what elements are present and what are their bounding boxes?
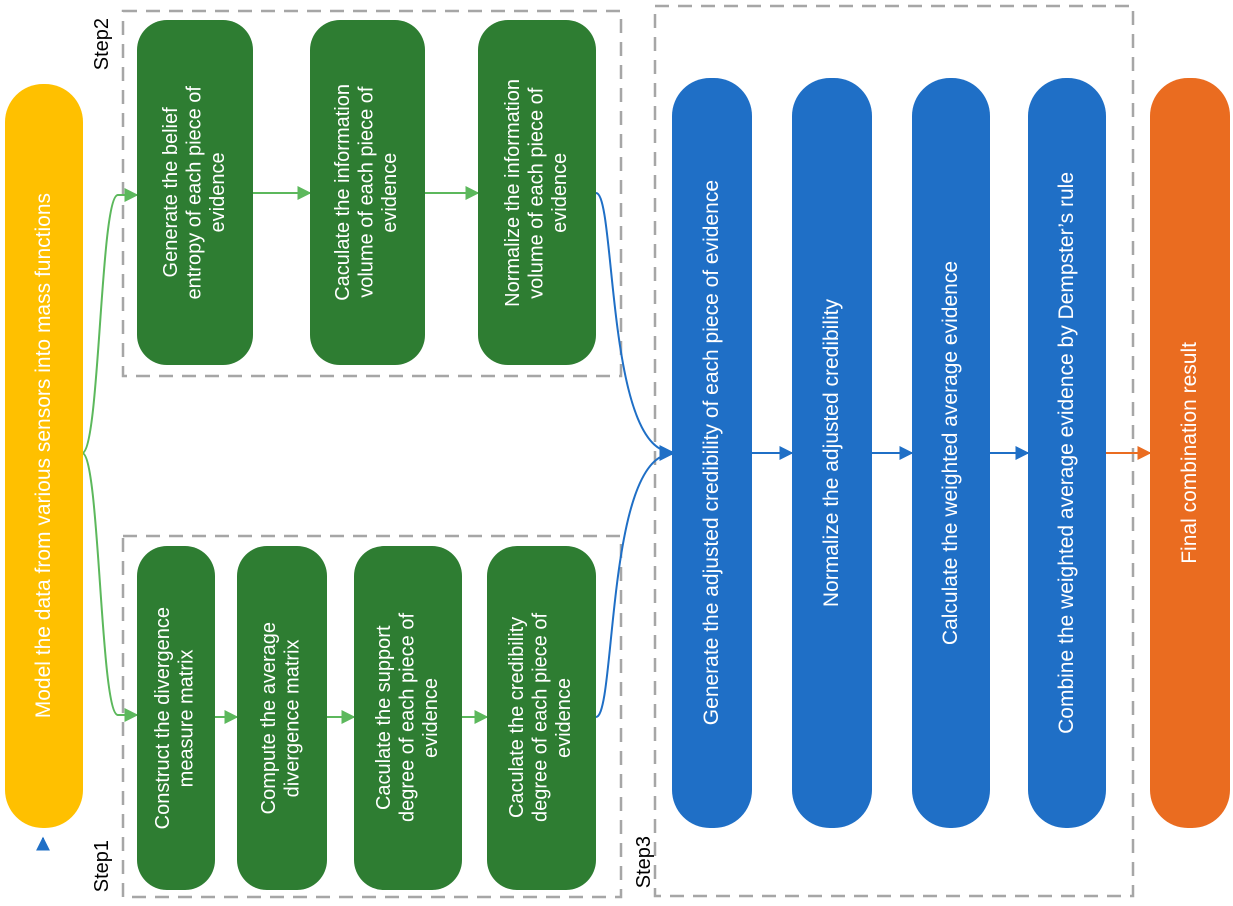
step1-box-average-text: Compute the average divergence matrix — [258, 621, 304, 815]
merge-from-step1-arrow — [595, 447, 674, 718]
step3-box-dempster-combine: Combine the weighted average evidence by… — [1028, 78, 1106, 828]
input-label: Model the data from various sensors into… — [31, 193, 55, 719]
split-to-step2-arrow — [81, 188, 139, 454]
step2-box-volume: Caculate the information volume of each … — [310, 20, 425, 365]
step3-box-normalize-text: Normalize the adjusted credibility — [819, 298, 843, 608]
step2-box-volume-text: Caculate the information volume of each … — [332, 84, 402, 301]
merge-from-step2-arrow — [595, 192, 674, 459]
step3-box-weighted-average-text: Calculate the weighted average evidence — [938, 260, 962, 646]
step2-frame — [121, 9, 623, 378]
step1-box-credibility: Caculate the credibility degree of each … — [487, 546, 596, 890]
input-box: Model the data from various sensors into… — [5, 84, 83, 828]
output-label: Final combination result — [1177, 342, 1201, 564]
step3-box-adjusted-credibility-text: Generate the adjusted credibility of eac… — [699, 180, 723, 726]
step1-box-divergence: Construct the divergence measure matrix — [137, 546, 215, 890]
step1-label: Step1 — [91, 840, 113, 893]
step3-box-weighted-average: Calculate the weighted average evidence — [912, 78, 990, 828]
step1-box-support-text: Caculate the support degree of each piec… — [372, 613, 442, 823]
step2-label: Step2 — [91, 18, 113, 71]
step3-frame — [653, 4, 1135, 898]
step1-box-support: Caculate the support degree of each piec… — [354, 546, 462, 890]
step1-box-credibility-text: Caculate the credibility degree of each … — [506, 613, 576, 823]
step1-box-divergence-text: Construct the divergence measure matrix — [152, 606, 198, 830]
step2-box-entropy-text: Generate the belief entropy of each piec… — [159, 85, 229, 300]
step1-frame — [121, 534, 623, 899]
step3-box-dempster-combine-text: Combine the weighted average evidence by… — [1054, 172, 1078, 734]
step2-box-normalize-text: Normalize the information volume of each… — [501, 78, 571, 307]
split-to-step1-arrow — [81, 452, 139, 722]
output-box: Final combination result — [1150, 78, 1230, 828]
step2-box-entropy: Generate the belief entropy of each piec… — [137, 20, 253, 365]
step3-box-normalize: Normalize the adjusted credibility — [792, 78, 872, 828]
step3-label: Step3 — [633, 836, 655, 889]
step1-box-average: Compute the average divergence matrix — [237, 546, 327, 890]
step3-box-adjusted-credibility: Generate the adjusted credibility of eac… — [672, 78, 752, 828]
step2-box-normalize: Normalize the information volume of each… — [478, 20, 596, 365]
